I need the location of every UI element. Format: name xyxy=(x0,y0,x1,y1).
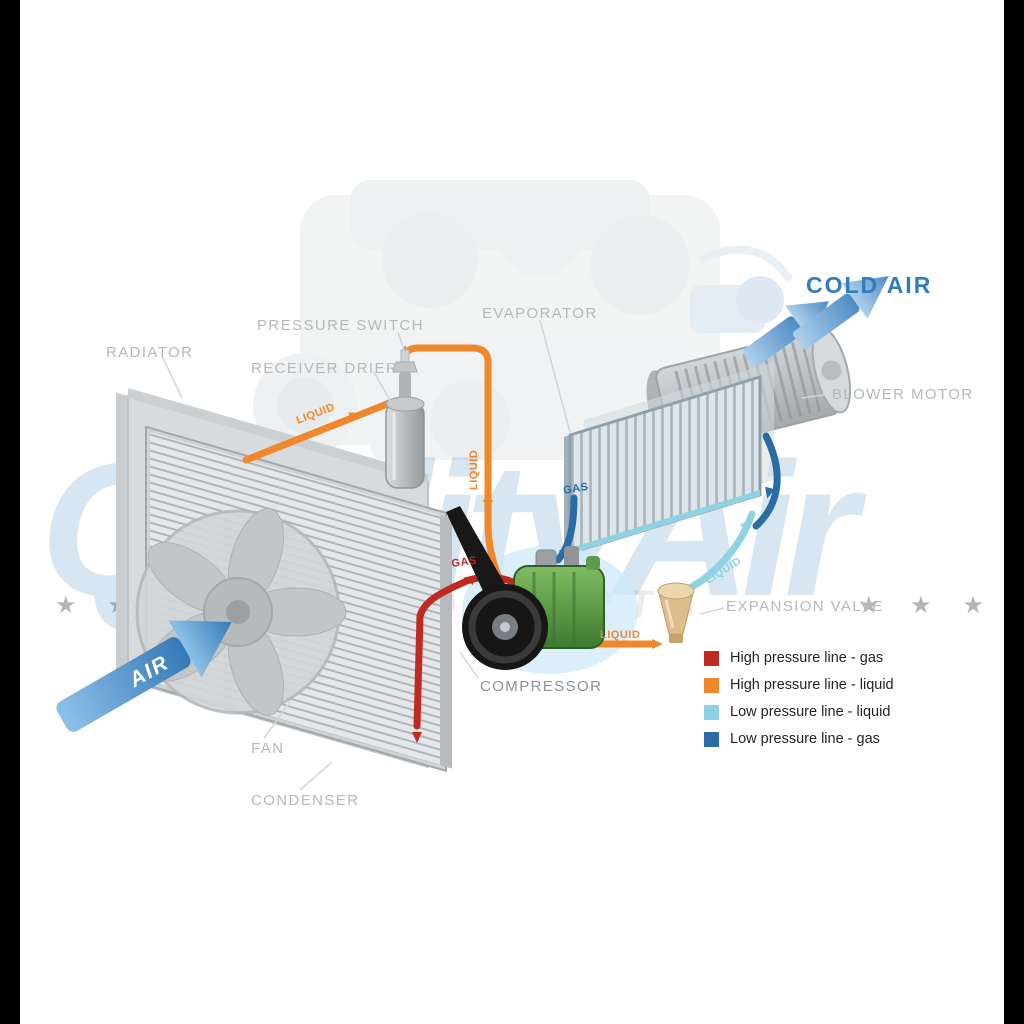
flow-arrow xyxy=(652,639,663,649)
compressor-belt xyxy=(446,506,514,610)
pressure-switch-label: PRESSURE SWITCH xyxy=(257,317,424,334)
compressor xyxy=(446,506,605,670)
legend-label: High pressure line - liquid xyxy=(730,677,894,693)
compressor-label: COMPRESSOR xyxy=(480,678,603,695)
legend-row: High pressure line - liquid xyxy=(704,677,894,693)
pipe-high-pressure-liquid-condenser-to-drier xyxy=(242,398,396,464)
pressure-switch xyxy=(392,346,418,404)
flow-arrow xyxy=(765,486,775,499)
cold-air-arrow xyxy=(793,276,889,350)
expansion-valve xyxy=(657,582,695,643)
flow-arrow xyxy=(739,518,751,531)
compressor-cap xyxy=(586,556,600,570)
flow-arrow xyxy=(483,500,493,511)
legend-row: Low pressure line - gas xyxy=(704,731,894,747)
legend-row: Low pressure line - liquid xyxy=(704,704,894,720)
expansion-valve-label: EXPANSION VALVE xyxy=(726,598,884,615)
compressor-port xyxy=(564,546,579,570)
legend-swatch-low-gas xyxy=(704,731,719,747)
cold-air-label: COLD AIR xyxy=(806,272,933,298)
legend-swatch-low-liquid xyxy=(704,704,719,720)
watermark-stars-right: ★ ★ ★ xyxy=(858,592,996,619)
letterbox-left-bar xyxy=(0,0,20,1024)
legend-label: High pressure line - gas xyxy=(730,650,884,666)
cold-air-arrow xyxy=(743,301,829,368)
fan-hub-cap xyxy=(226,600,250,624)
flow-arrow xyxy=(463,575,476,585)
flow-arrow xyxy=(412,732,422,743)
flow-arrow xyxy=(348,412,361,422)
gas-label: GAS xyxy=(451,555,478,570)
cold-air-arrows xyxy=(743,276,889,368)
evaporator-label: EVAPORATOR xyxy=(482,305,598,322)
legend-swatch-high-liquid xyxy=(704,677,719,693)
receiver-drier xyxy=(385,396,425,489)
legend-label: Low pressure line - gas xyxy=(730,731,880,747)
flow-arrows xyxy=(348,412,775,743)
pipe-high-pressure-gas-compressor-to-condenser xyxy=(413,573,534,730)
condenser-label: CONDENSER xyxy=(251,792,360,809)
line-legend: High pressure line - gas High pressure l… xyxy=(704,650,894,758)
receiver-drier-label: RECEIVER DRIER xyxy=(251,360,399,377)
gas-label: GAS xyxy=(562,481,589,497)
radiator-label: RADIATOR xyxy=(106,344,194,361)
legend-label: Low pressure line - liquid xyxy=(730,704,891,720)
pipe-low-pressure-gas-return xyxy=(752,432,781,530)
flow-arrow xyxy=(559,549,569,562)
letterbox-right-bar xyxy=(1004,0,1024,1024)
fan-label: FAN xyxy=(251,740,285,757)
evaporator xyxy=(564,374,762,555)
liquid-label: LIQUID xyxy=(600,629,640,641)
legend-swatch-high-gas xyxy=(704,650,719,666)
label-leader-lines xyxy=(161,319,831,791)
liquid-label: LIQUID xyxy=(468,450,480,490)
legend-row: High pressure line - gas xyxy=(704,650,894,666)
evaporator-liquid-rail xyxy=(570,489,760,554)
blower-motor-label: BLOWER MOTOR xyxy=(832,386,974,403)
